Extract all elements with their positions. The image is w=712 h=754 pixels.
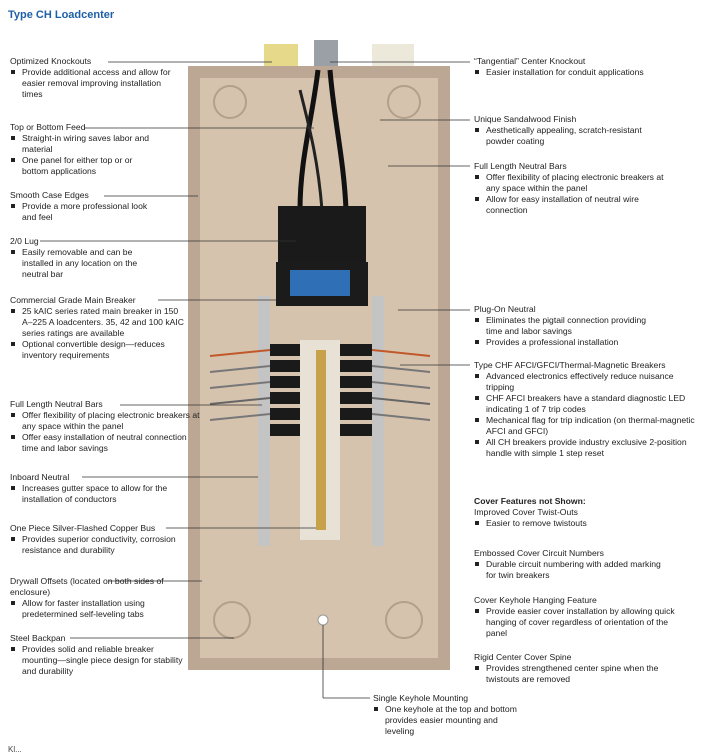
callout-bullet: Mechanical flag for trip indication (on … — [474, 415, 699, 437]
neutral-bar-left — [258, 296, 270, 546]
callout-top-bottom-feed: Top or Bottom Feed Straight-in wiring sa… — [10, 122, 155, 177]
callout-heading: Embossed Cover Circuit Numbers — [474, 548, 604, 558]
callout-bullet: All CH breakers provide industry exclusi… — [474, 437, 699, 459]
callout-heading: Improved Cover Twist-Outs — [474, 507, 578, 517]
callout-main-breaker: Commercial Grade Main Breaker 25 kAIC se… — [10, 295, 185, 361]
callout-tangential-knockout: “Tangential” Center Knockout Easier inst… — [474, 56, 674, 78]
callout-sandalwood-finish: Unique Sandalwood Finish Aesthetically a… — [474, 114, 649, 147]
callout-smooth-case-edges: Smooth Case Edges Provide a more profess… — [10, 190, 160, 223]
callout-bullet: 25 kAIC series rated main breaker in 150… — [10, 306, 185, 339]
callout-bullet: Increases gutter space to allow for the … — [10, 483, 185, 505]
callout-bullet: Aesthetically appealing, scratch-resista… — [474, 125, 649, 147]
callout-bullet: Offer flexibility of placing electronic … — [474, 172, 674, 194]
branch-breakers-right — [340, 344, 372, 436]
callout-full-length-neutral-bars-left: Full Length Neutral Bars Offer flexibili… — [10, 399, 200, 454]
callout-bullet: One keyhole at the top and bottom provid… — [373, 704, 523, 737]
callout-full-length-neutral-bars-right: Full Length Neutral Bars Offer flexibili… — [474, 161, 674, 216]
callout-copper-bus: One Piece Silver-Flashed Copper Bus Prov… — [10, 523, 190, 556]
neutral-bar-right — [372, 296, 384, 546]
callout-2-0-lug: 2/0 Lug Easily removable and can be inst… — [10, 236, 160, 280]
feed-cable — [298, 89, 324, 211]
callout-chf-breakers: Type CHF AFCI/GFCI/Thermal-Magnetic Brea… — [474, 360, 699, 459]
callout-optimized-knockouts: Optimized Knockouts Provide additional a… — [10, 56, 180, 100]
cover-features-section: Cover Features not Shown: Improved Cover… — [474, 496, 694, 529]
callout-heading: “Tangential” Center Knockout — [474, 56, 586, 66]
knockout — [387, 85, 421, 119]
callout-bullet: Allow for faster installation using pred… — [10, 598, 200, 620]
feed-cable — [327, 69, 349, 211]
main-lug — [278, 206, 366, 264]
callout-steel-backpan: Steel Backpan Provides solid and reliabl… — [10, 633, 188, 677]
callout-heading: Commercial Grade Main Breaker — [10, 295, 136, 305]
branch-wires — [209, 349, 431, 421]
callout-heading: Top or Bottom Feed — [10, 122, 86, 132]
callout-heading: One Piece Silver-Flashed Copper Bus — [10, 523, 156, 533]
callout-bullet: Provides a professional installation — [474, 337, 664, 348]
callout-heading: 2/0 Lug — [10, 236, 39, 246]
callout-bullet: Allow for easy installation of neutral w… — [474, 194, 674, 216]
callout-single-keyhole: Single Keyhole Mounting One keyhole at t… — [373, 693, 523, 737]
callout-bullet: Optional convertible design—reduces inve… — [10, 339, 185, 361]
copper-bus — [316, 350, 326, 530]
callout-bullet: Offer flexibility of placing electronic … — [10, 410, 200, 432]
knockout — [385, 601, 423, 639]
callout-bullet: Provides superior conductivity, corrosio… — [10, 534, 190, 556]
callout-plug-on-neutral: Plug-On Neutral Eliminates the pigtail c… — [474, 304, 664, 348]
callout-heading: Cover Keyhole Hanging Feature — [474, 595, 597, 605]
callout-heading: Smooth Case Edges — [10, 190, 89, 200]
callout-inboard-neutral: Inboard Neutral Increases gutter space t… — [10, 472, 185, 505]
cut-off-text: Kl... — [8, 745, 22, 754]
callout-bullet: Straight-in wiring saves labor and mater… — [10, 133, 155, 155]
callout-bullet: Easier to remove twistouts — [474, 518, 694, 529]
callout-heading: Unique Sandalwood Finish — [474, 114, 577, 124]
callout-drywall-offsets: Drywall Offsets (located on both sides o… — [10, 576, 200, 620]
callout-heading: Type CHF AFCI/GFCI/Thermal-Magnetic Brea… — [474, 360, 666, 370]
callout-bullet: CHF AFCI breakers have a standard diagno… — [474, 393, 699, 415]
page-title: Type CH Loadcenter — [8, 9, 115, 21]
callout-heading: Optimized Knockouts — [10, 56, 92, 66]
callout-embossed-numbers: Embossed Cover Circuit Numbers Durable c… — [474, 548, 664, 581]
callout-heading: Drywall Offsets (located on both sides o… — [10, 576, 164, 597]
callout-heading: Rigid Center Cover Spine — [474, 652, 572, 662]
callout-bullet: Provide easier cover installation by all… — [474, 606, 689, 639]
callout-bullet: One panel for either top or or bottom ap… — [10, 155, 155, 177]
main-breaker-label — [290, 270, 350, 296]
callout-bullet: Provides strengthened center spine when … — [474, 663, 684, 685]
callout-bullet: Provides solid and reliable breaker moun… — [10, 644, 188, 677]
callout-bullet: Advanced electronics effectively reduce … — [474, 371, 699, 393]
callout-heading: Steel Backpan — [10, 633, 66, 643]
callout-bullet: Durable circuit numbering with added mar… — [474, 559, 664, 581]
callout-center-cover-spine: Rigid Center Cover Spine Provides streng… — [474, 652, 684, 685]
callout-heading: Single Keyhole Mounting — [373, 693, 469, 703]
callout-bullet: Offer easy installation of neutral conne… — [10, 432, 200, 454]
top-conduit-fitting — [314, 40, 338, 68]
branch-breakers-left — [270, 344, 300, 436]
callout-bullet: Easily removable and can be installed in… — [10, 247, 160, 280]
callout-heading: Plug-On Neutral — [474, 304, 536, 314]
callout-heading: Inboard Neutral — [10, 472, 70, 482]
callout-heading: Full Length Neutral Bars — [474, 161, 567, 171]
callout-bullet: Eliminates the pigtail connection provid… — [474, 315, 664, 337]
callout-bullet: Provide additional access and allow for … — [10, 67, 180, 100]
cover-features-heading: Cover Features not Shown: — [474, 496, 586, 506]
callout-heading: Full Length Neutral Bars — [10, 399, 103, 409]
callout-bullet: Easier installation for conduit applicat… — [474, 67, 674, 78]
knockout — [213, 85, 247, 119]
callout-bullet: Provide a more professional look and fee… — [10, 201, 160, 223]
callout-keyhole-hanging: Cover Keyhole Hanging Feature Provide ea… — [474, 595, 689, 639]
feed-cable — [297, 69, 321, 211]
